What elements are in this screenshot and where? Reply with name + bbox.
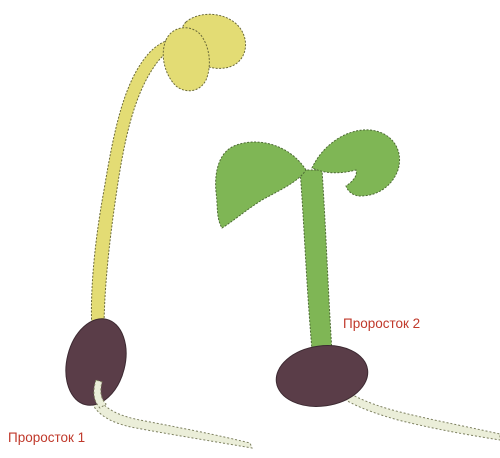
sprout-1-label: Проросток 1	[8, 431, 85, 445]
sprout-2-cotyledon-right	[312, 130, 400, 196]
sprout-2-label: Проросток 2	[343, 317, 420, 331]
sprout-2	[216, 130, 500, 440]
sprout-2-cotyledon-left	[216, 142, 306, 228]
sprout-1-stem	[91, 40, 183, 331]
sprout-2-stem	[300, 170, 332, 352]
sprout-1	[57, 14, 252, 448]
